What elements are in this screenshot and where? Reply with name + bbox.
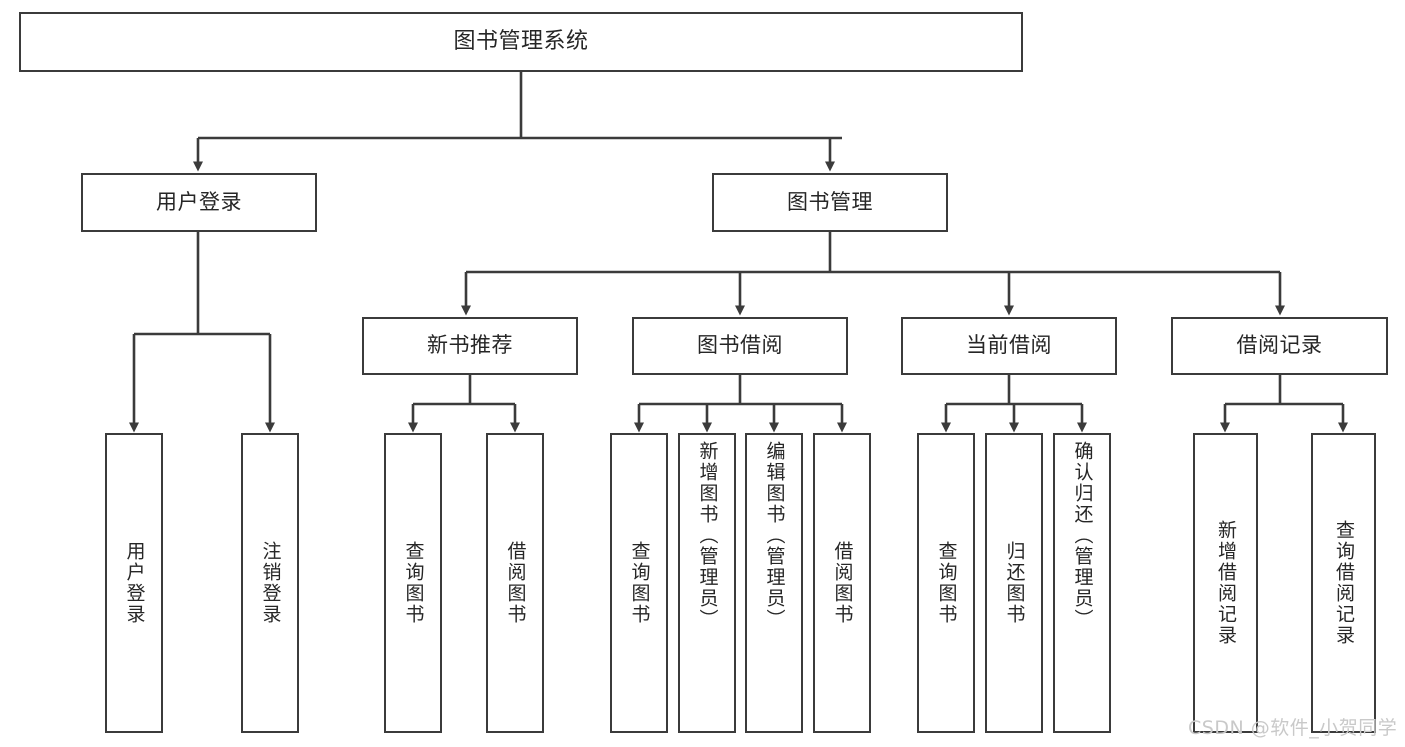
leaf-book-borrow-query[interactable]: 查询图书 <box>610 433 668 733</box>
leaf-book-borrow-borrow[interactable]: 借阅图书 <box>813 433 871 733</box>
leaf-current-borrow-query[interactable]: 查询图书 <box>917 433 975 733</box>
node-borrow-record[interactable]: 借阅记录 <box>1171 317 1388 375</box>
csdn-watermark: CSDN @软件_小贺同学 <box>1188 717 1398 739</box>
node-label: 查询借阅记录 <box>1333 520 1355 646</box>
node-label: 查询图书 <box>628 541 651 625</box>
node-current-borrow[interactable]: 当前借阅 <box>901 317 1117 375</box>
node-label: 查询图书 <box>935 541 958 625</box>
leaf-new-book-query[interactable]: 查询图书 <box>384 433 442 733</box>
leaf-current-borrow-confirm-admin[interactable]: 确认归还（管理员） <box>1053 433 1111 733</box>
leaf-book-borrow-add-admin[interactable]: 新增图书（管理员） <box>678 433 736 733</box>
node-label: 当前借阅 <box>966 333 1052 358</box>
node-label: 确认归还（管理员） <box>1071 441 1094 630</box>
node-book-borrow[interactable]: 图书借阅 <box>632 317 848 375</box>
node-label: 编辑图书（管理员） <box>763 441 786 630</box>
node-user-login[interactable]: 用户登录 <box>81 173 317 232</box>
leaf-current-borrow-return[interactable]: 归还图书 <box>985 433 1043 733</box>
leaf-borrow-record-add[interactable]: 新增借阅记录 <box>1193 433 1258 733</box>
node-label: 新增图书（管理员） <box>696 441 719 630</box>
node-new-book-recommend[interactable]: 新书推荐 <box>362 317 578 375</box>
node-label: 图书管理系统 <box>453 28 589 54</box>
node-label: 归还图书 <box>1003 541 1026 625</box>
node-label: 借阅记录 <box>1236 333 1323 358</box>
node-root-book-management-system[interactable]: 图书管理系统 <box>19 12 1023 72</box>
node-label: 查询图书 <box>402 541 425 625</box>
node-label: 用户登录 <box>156 189 242 214</box>
leaf-borrow-record-query[interactable]: 查询借阅记录 <box>1311 433 1376 733</box>
node-label: 图书管理 <box>787 189 873 214</box>
node-label: 新书推荐 <box>427 333 513 358</box>
node-label: 用户登录 <box>123 541 146 625</box>
node-label: 借阅图书 <box>831 541 854 625</box>
node-label: 借阅图书 <box>504 541 527 625</box>
leaf-user-login-signout[interactable]: 注销登录 <box>241 433 299 733</box>
node-label: 新增借阅记录 <box>1215 520 1237 646</box>
leaf-user-login-signin[interactable]: 用户登录 <box>105 433 163 733</box>
leaf-book-borrow-edit-admin[interactable]: 编辑图书（管理员） <box>745 433 803 733</box>
leaf-new-book-borrow[interactable]: 借阅图书 <box>486 433 544 733</box>
node-label: 图书借阅 <box>697 333 783 358</box>
node-book-management[interactable]: 图书管理 <box>712 173 948 232</box>
node-label: 注销登录 <box>259 541 282 625</box>
